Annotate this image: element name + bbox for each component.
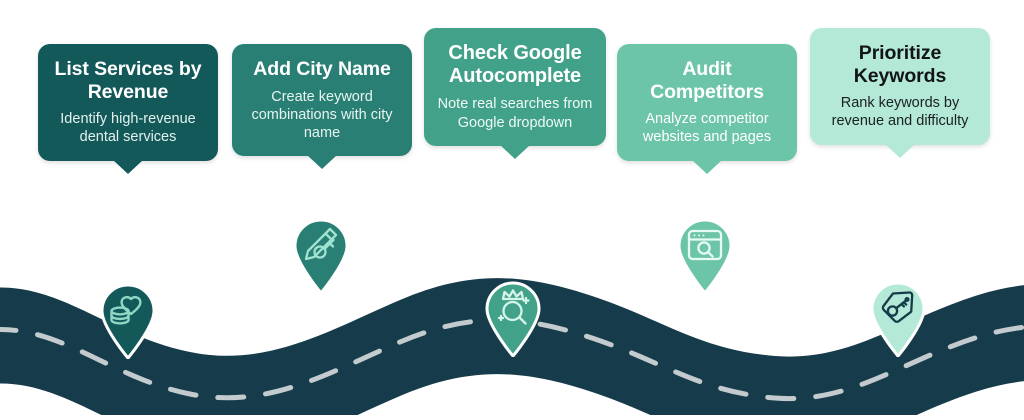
step-card-4[interactable]: Audit Competitors Analyze competitor web… xyxy=(617,44,797,174)
step-card-3[interactable]: Check Google Autocomplete Note real sear… xyxy=(424,28,606,159)
heart-coins-icon xyxy=(110,295,142,325)
map-pin-step-4[interactable] xyxy=(673,216,737,294)
step-card-4-title: Audit Competitors xyxy=(650,58,764,103)
map-pin-step-2[interactable] xyxy=(289,216,353,294)
map-pin-step-1[interactable] xyxy=(96,281,160,359)
step-card-2[interactable]: Add City Name Create keyword combination… xyxy=(232,44,412,170)
step-card-3-tail xyxy=(500,144,530,159)
map-pin-step-3[interactable] xyxy=(481,279,545,357)
pencil-key-icon xyxy=(304,227,338,261)
step-card-1[interactable]: List Services by Revenue Identify high-r… xyxy=(38,44,218,174)
step-card-5[interactable]: Prioritize Keywords Rank keywords by rev… xyxy=(810,28,990,158)
step-card-4-description: Analyze competitor websites and pages xyxy=(642,111,772,146)
step-card-2-description: Create keyword combinations with city na… xyxy=(251,88,393,142)
crown-magnifier-icon xyxy=(497,289,530,325)
step-card-1-description: Identify high-revenue dental services xyxy=(60,111,196,146)
step-card-2-tail xyxy=(307,155,337,170)
step-card-1-title: List Services by Revenue xyxy=(54,58,202,103)
step-card-3-title: Check Google Autocomplete xyxy=(448,42,582,88)
pin-shape xyxy=(677,218,733,294)
step-card-4-tail xyxy=(692,159,722,174)
road-center-line xyxy=(0,317,1024,402)
step-card-3-description: Note real searches from Google dropdown xyxy=(437,96,593,131)
tag-key-icon xyxy=(881,291,914,323)
step-card-1-tail xyxy=(113,159,143,174)
step-card-2-title: Add City Name xyxy=(253,58,391,80)
map-pin-step-5[interactable] xyxy=(866,279,930,357)
step-card-5-description: Rank keywords by revenue and difficulty xyxy=(831,95,969,130)
browser-search-icon xyxy=(687,229,723,261)
step-card-5-title: Prioritize Keywords xyxy=(853,42,947,87)
step-card-5-tail xyxy=(885,143,915,158)
